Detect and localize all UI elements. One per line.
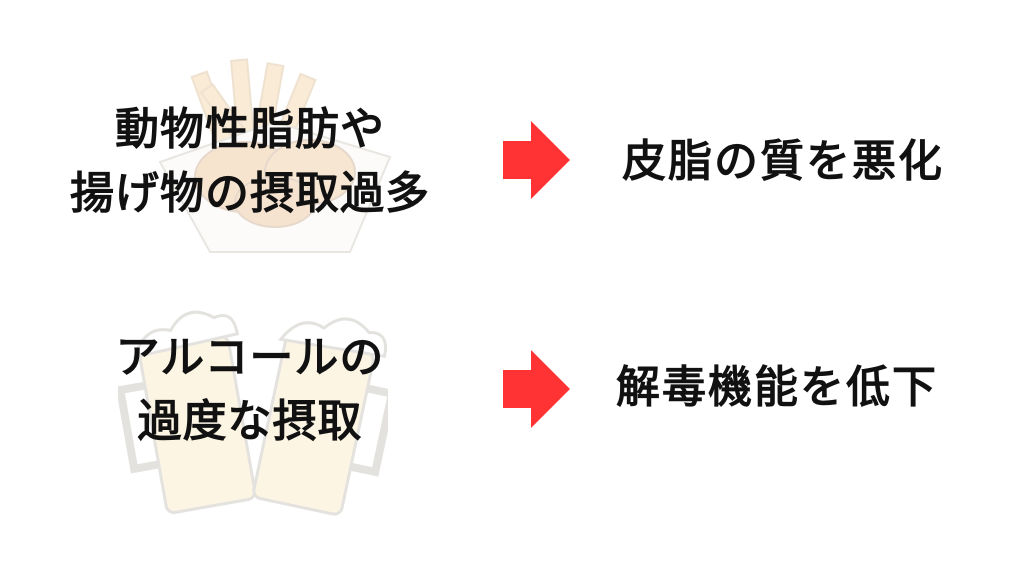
- cause-line-1: 動物性脂肪や: [115, 104, 385, 155]
- effect-text-sebum-quality: 皮脂の質を悪化: [622, 136, 944, 187]
- effect-text-detox-function: 解毒機能を低下: [616, 362, 938, 413]
- cause-line-2: 過度な摂取: [137, 396, 363, 447]
- cause-text-alcohol: アルコールの 過度な摂取: [40, 326, 460, 454]
- beer-mugs-illustration: [118, 310, 388, 516]
- cause-text-fat-fried-food: 動物性脂肪や 揚げ物の摂取過多: [40, 98, 460, 226]
- right-arrow-icon: [503, 121, 570, 199]
- cause-line-2: 揚げ物の摂取過多: [70, 168, 430, 219]
- cause-line-1: アルコールの: [115, 332, 385, 383]
- fried-food-illustration: [158, 58, 392, 253]
- right-arrow-icon: [503, 350, 570, 428]
